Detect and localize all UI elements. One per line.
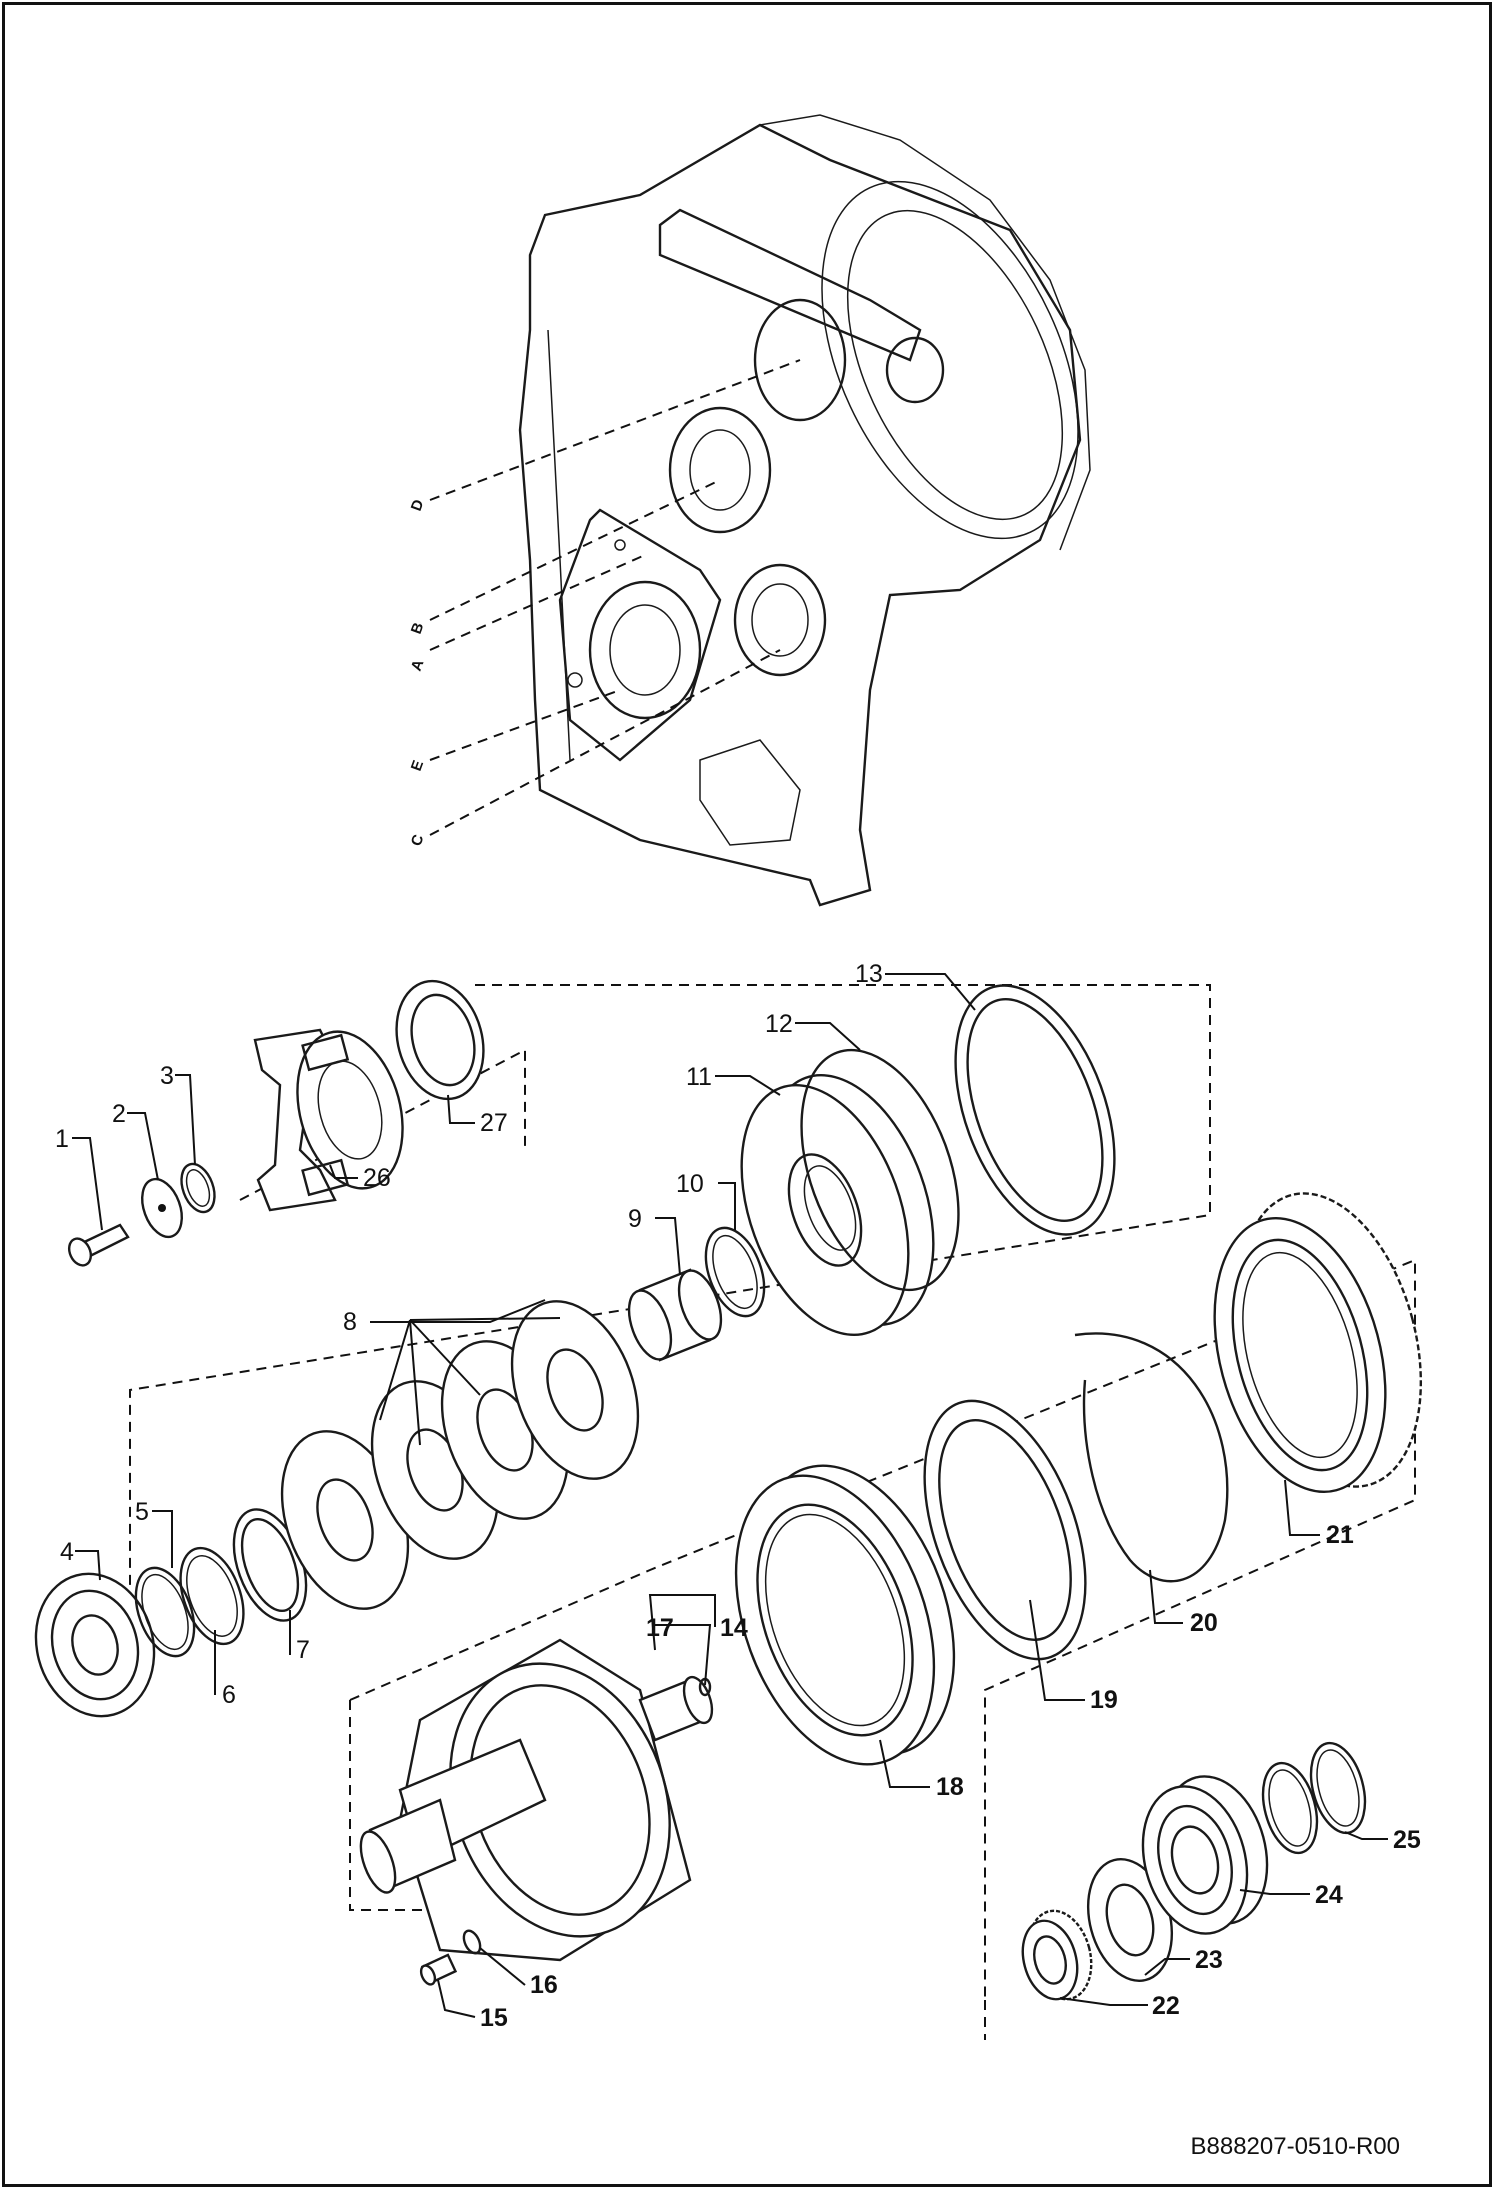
callout-numbers: 1 2 3 4 5 6 7 8 9 10 11 12 13 14 15 16 1… — [55, 960, 1421, 2032]
letter-e: E — [408, 758, 427, 773]
part-yoke — [253, 1028, 404, 1212]
part-clutch-drum — [359, 1638, 714, 1962]
callout-17: 17 — [646, 1614, 674, 1642]
part-seal — [395, 979, 485, 1101]
transmission-housing — [518, 114, 1091, 907]
letter-d: D — [408, 497, 428, 513]
callout-9: 9 — [628, 1205, 642, 1233]
part-bearing-24 — [1141, 1775, 1269, 1935]
callout-23: 23 — [1195, 1946, 1223, 1974]
part-washer — [141, 1177, 183, 1239]
callout-13: 13 — [855, 960, 883, 988]
callout-10: 10 — [676, 1170, 704, 1198]
callout-1: 1 — [55, 1125, 69, 1153]
callout-11: 11 — [686, 1063, 712, 1091]
part-sleeve — [627, 1268, 723, 1362]
part-plug — [419, 1953, 458, 1986]
callout-12: 12 — [765, 1010, 793, 1038]
housing-bore-lower — [588, 580, 702, 720]
part-bolt — [67, 1223, 130, 1267]
callout-24: 24 — [1315, 1881, 1343, 1909]
part-clutch-disc-pack — [734, 1464, 956, 1766]
callout-2: 2 — [112, 1100, 126, 1128]
callout-5: 5 — [135, 1498, 149, 1526]
part-rings-25 — [1261, 1741, 1367, 1855]
part-piston — [740, 1073, 935, 1337]
callout-14: 14 — [720, 1614, 748, 1642]
letter-a: A — [408, 657, 428, 673]
part-snap-ring-20 — [1074, 1332, 1229, 1583]
part-disc-springs — [280, 1300, 640, 1610]
callout-20: 20 — [1190, 1609, 1218, 1637]
part-gear — [1213, 1192, 1423, 1494]
callout-4: 4 — [60, 1538, 74, 1566]
housing-bore-upper — [668, 406, 772, 534]
letter-b: B — [408, 620, 428, 636]
callout-25: 25 — [1393, 1826, 1421, 1854]
housing-reference-lines — [429, 359, 801, 836]
part-seal-ring-12 — [800, 1048, 960, 1292]
callout-21: 21 — [1326, 1521, 1354, 1549]
housing-letters: D B A E C — [408, 497, 428, 848]
letter-c: C — [408, 832, 428, 848]
drawing-code: B888207-0510-R00 — [1191, 2133, 1401, 2160]
callout-15: 15 — [480, 2004, 508, 2032]
part-snap-ring-5 — [134, 1566, 196, 1658]
part-o-ring-3 — [180, 1162, 216, 1214]
leader-lines — [72, 973, 1388, 2018]
part-ring-13 — [954, 984, 1116, 1236]
part-o-ring-16 — [462, 1929, 482, 1955]
part-steel-plate — [923, 1399, 1087, 1661]
callout-19: 19 — [1090, 1686, 1118, 1714]
part-ring-6 — [179, 1546, 245, 1646]
part-ring-10 — [704, 1226, 766, 1318]
callout-22: 22 — [1152, 1992, 1180, 2020]
callout-7: 7 — [296, 1636, 310, 1664]
callout-18: 18 — [936, 1773, 964, 1801]
part-bearing-4 — [34, 1572, 156, 1718]
callout-16: 16 — [530, 1971, 558, 1999]
part-small-gear — [1021, 1909, 1093, 2001]
callout-26: 26 — [363, 1164, 391, 1192]
housing-bore-right — [733, 563, 827, 677]
callout-6: 6 — [222, 1681, 236, 1709]
callout-27: 27 — [480, 1109, 508, 1137]
callout-3: 3 — [160, 1062, 174, 1090]
callout-8: 8 — [343, 1308, 357, 1336]
